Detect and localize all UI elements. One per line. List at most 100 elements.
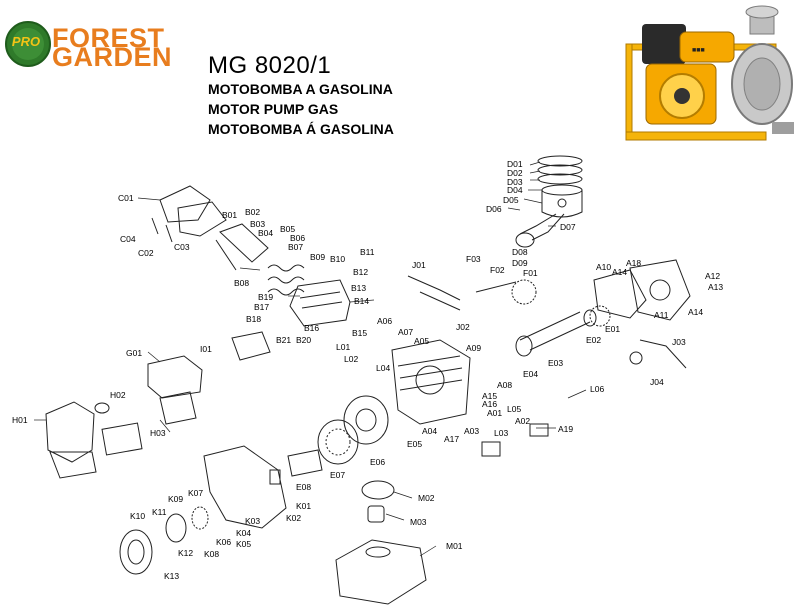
- model-title: MG 8020/1: [208, 52, 332, 79]
- part-label-L01: L01: [336, 342, 350, 352]
- part-label-B11: B11: [360, 247, 375, 257]
- part-label-A04: A04: [422, 426, 437, 436]
- starter-cup-drawing: [287, 449, 323, 477]
- part-label-A18: A18: [626, 258, 641, 268]
- part-label-F02: F02: [490, 265, 505, 275]
- part-label-B04: B04: [258, 228, 273, 238]
- part-label-E03: E03: [548, 358, 563, 368]
- part-label-A14-top: A14: [612, 267, 627, 277]
- part-label-K08: K08: [204, 549, 219, 559]
- governor-linkage-drawing: [407, 275, 461, 311]
- part-label-H01: H01: [12, 415, 28, 425]
- part-label-B07: B07: [288, 242, 303, 252]
- part-label-A14-bottom: A14: [688, 307, 703, 317]
- engine-block-drawing: [391, 339, 471, 425]
- part-label-B03: B03: [250, 219, 265, 229]
- part-label-K02: K02: [286, 513, 301, 523]
- part-label-K13: K13: [164, 571, 179, 581]
- cooling-fan-drawing: [317, 419, 359, 465]
- part-label-E08: E08: [296, 482, 311, 492]
- part-label-B14: B14: [354, 296, 369, 306]
- piston-drawing: [541, 184, 583, 218]
- pro-badge-logo: [5, 21, 51, 67]
- connecting-rod-drawing: [519, 213, 565, 241]
- part-label-A12: A12: [705, 271, 720, 281]
- part-label-D03: D03: [507, 177, 523, 187]
- fuel-tank-drawing: [335, 539, 427, 605]
- part-label-B08: B08: [234, 278, 249, 288]
- part-label-K01: K01: [296, 501, 311, 511]
- crankcase-gasket-drawing: [593, 269, 647, 319]
- crankcase-cover-drawing: [629, 259, 691, 321]
- recoil-starter-drawing: [119, 506, 209, 575]
- part-label-M02: M02: [418, 493, 435, 503]
- part-label-B09: B09: [310, 252, 325, 262]
- part-label-D04: D04: [507, 185, 523, 195]
- part-label-K11: K11: [152, 507, 167, 517]
- part-label-K03: K03: [245, 516, 260, 526]
- air-cleaner-case-drawing: [45, 401, 95, 463]
- part-label-K05: K05: [236, 539, 251, 549]
- crankshaft-drawing: [519, 311, 591, 351]
- valve-cover-drawing: [159, 185, 211, 223]
- part-label-B02: B02: [245, 207, 260, 217]
- cylinder-head-drawing: [289, 279, 351, 327]
- part-label-A09: A09: [466, 343, 481, 353]
- svg-text:■■■: ■■■: [692, 47, 705, 54]
- air-cleaner-element-drawing: [159, 391, 197, 425]
- part-label-J01: J01: [412, 260, 426, 270]
- part-label-A17: A17: [444, 434, 459, 444]
- part-label-C03: C03: [174, 242, 190, 252]
- part-label-C02: C02: [138, 248, 154, 258]
- part-label-B06: B06: [290, 233, 305, 243]
- part-label-L03: L03: [494, 428, 508, 438]
- air-cleaner-filter-drawing: [101, 422, 143, 456]
- part-label-A19: A19: [558, 424, 573, 434]
- part-label-A15: A15: [482, 391, 497, 401]
- subtitle-es: MOTOBOMBA A GASOLINA: [208, 81, 393, 97]
- part-label-E01: E01: [605, 324, 620, 334]
- brand-name-line1: FOREST: [52, 23, 165, 53]
- part-label-L04: L04: [376, 363, 390, 373]
- brand-name-line2: GARDEN: [52, 42, 173, 72]
- part-label-B01: B01: [222, 210, 237, 220]
- flywheel-drawing: [343, 395, 389, 445]
- part-label-E07: E07: [330, 470, 345, 480]
- part-label-A06: A06: [377, 316, 392, 326]
- valve-cover-gasket-drawing: [177, 201, 227, 237]
- part-label-G01: G01: [126, 348, 142, 358]
- part-label-E02: E02: [586, 335, 601, 345]
- part-label-J02: J02: [456, 322, 470, 332]
- part-label-L05: L05: [507, 404, 521, 414]
- engine-switch-drawing: [481, 441, 501, 457]
- part-label-H02: H02: [110, 390, 126, 400]
- part-label-B18: B18: [246, 314, 261, 324]
- part-label-A07: A07: [398, 327, 413, 337]
- part-label-B21: B21: [276, 335, 291, 345]
- part-label-A01: A01: [487, 408, 502, 418]
- part-label-K06: K06: [216, 537, 231, 547]
- piston-rings-drawing: [537, 155, 583, 185]
- part-label-E05: E05: [407, 439, 422, 449]
- part-label-K04: K04: [236, 528, 251, 538]
- part-label-B16: B16: [304, 323, 319, 333]
- part-label-A10: A10: [596, 262, 611, 272]
- timing-gear-drawing: [589, 305, 611, 327]
- part-label-D02: D02: [507, 168, 523, 178]
- part-label-A03: A03: [464, 426, 479, 436]
- motor-pump-photo: ■■■: [625, 5, 794, 141]
- part-label-B12: B12: [353, 267, 368, 277]
- part-label-L02: L02: [344, 354, 358, 364]
- part-label-J03: J03: [672, 337, 686, 347]
- part-label-A13: A13: [708, 282, 723, 292]
- intake-manifold-drawing: [231, 331, 271, 361]
- part-label-C01: C01: [118, 193, 134, 203]
- part-label-D08: D08: [512, 247, 528, 257]
- part-label-L06: L06: [590, 384, 604, 394]
- part-label-E04: E04: [523, 369, 538, 379]
- part-label-B10: B10: [330, 254, 345, 264]
- fuel-cap-drawing: [361, 480, 395, 500]
- part-label-D05: D05: [503, 195, 519, 205]
